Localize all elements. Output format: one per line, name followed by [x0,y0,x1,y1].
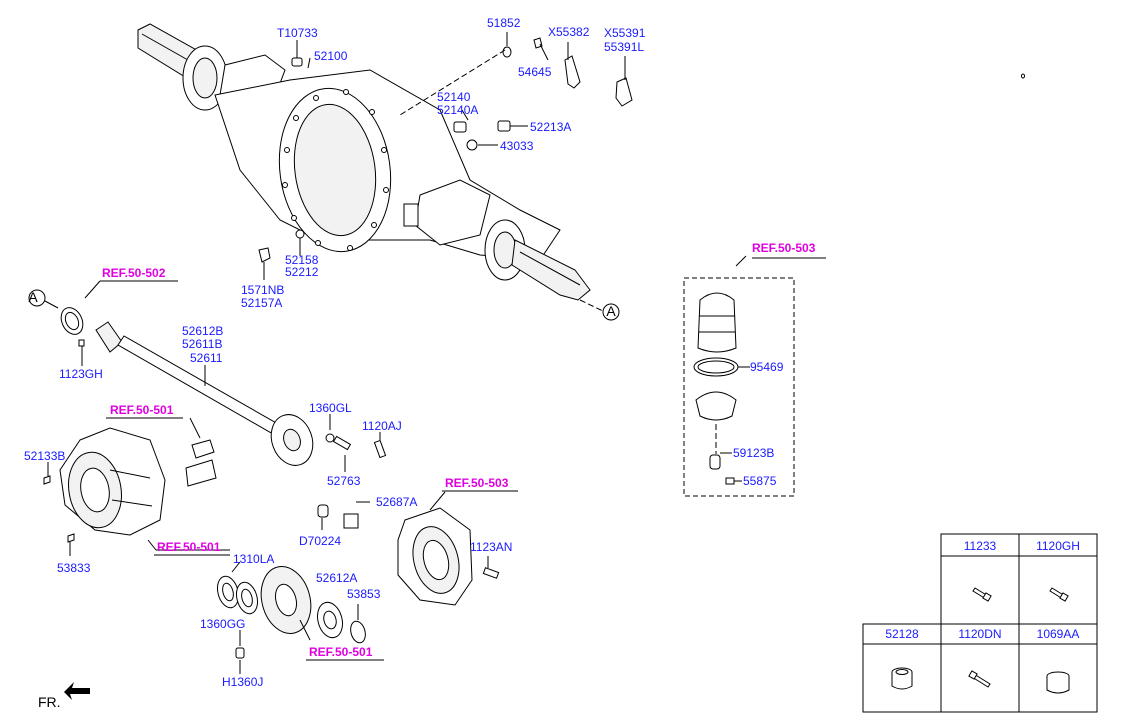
bolt-icon [968,670,991,688]
label-55875[interactable]: 55875 [743,474,777,488]
parts-table: 11233 1120GH 52128 1120DN 1069AA [862,533,1098,713]
label-43033[interactable]: 43033 [500,139,534,153]
label-52158[interactable]: 52158 [285,253,319,267]
label-53853[interactable]: 53853 [347,587,381,601]
label-52100[interactable]: 52100 [314,49,348,63]
table-cell-11233[interactable]: 11233 [964,539,997,553]
label-52763[interactable]: 52763 [327,474,361,488]
ref-50-501-b[interactable]: REF.50-501 [157,540,221,554]
label-52133B[interactable]: 52133B [24,449,65,463]
label-52612B[interactable]: 52612B [182,324,223,338]
callout-a-group [28,289,620,321]
ref-50-501-c[interactable]: REF.50-501 [309,645,373,659]
label-1123GH[interactable]: 1123GH [59,367,103,381]
label-53833[interactable]: 53833 [57,561,91,575]
label-1120AJ[interactable]: 1120AJ [362,419,402,433]
label-52140[interactable]: 52140 [437,90,471,104]
bowl-bolt-holes [282,89,389,251]
label-59123B[interactable]: 59123B [733,446,774,460]
axle-shaft-drawing [60,307,387,466]
label-D70224[interactable]: D70224 [299,534,341,548]
orientation-indicator: FR. [38,682,90,710]
label-1360GG[interactable]: 1360GG [200,617,245,631]
bushing-icon [891,667,913,690]
orientation-arrow-icon [64,682,90,700]
ref-50-503-b[interactable]: REF.50-503 [445,476,509,490]
callout-a-left-text: A [28,289,38,305]
housing-leader-lines [263,32,626,313]
label-52611B[interactable]: 52611B [182,337,222,351]
label-95469[interactable]: 95469 [750,360,784,374]
label-T10733[interactable]: T10733 [277,26,318,40]
label-H1360J[interactable]: H1360J [222,675,263,689]
table-cell-1069AA[interactable]: 1069AA [1037,627,1080,641]
reference-labels: REF.50-502 REF.50-503 REF.50-501 REF.50-… [102,241,816,659]
ref-50-501-a[interactable]: REF.50-501 [110,403,174,417]
orientation-label: FR. [38,694,61,710]
label-1571NB[interactable]: 1571NB [241,283,284,297]
housing-small-parts [258,37,1025,263]
ref-50-503-top[interactable]: REF.50-503 [752,241,816,255]
label-52611[interactable]: 52611 [190,351,223,365]
label-X55391[interactable]: X55391 [604,26,646,40]
label-1123AN[interactable]: 1123AN [470,540,512,554]
label-51852[interactable]: 51852 [487,16,521,30]
carrier-leader-lines [47,417,230,556]
label-1310LA[interactable]: 1310LA [233,552,274,566]
table-cell-52128[interactable]: 52128 [885,627,919,641]
label-X55382[interactable]: X55382 [548,25,590,39]
table-cell-1120GH[interactable]: 1120GH [1036,539,1080,553]
label-52212[interactable]: 52212 [285,265,319,279]
label-55391L[interactable]: 55391L [604,40,644,54]
ref-underlines [84,257,826,661]
cap-icon [1046,671,1070,694]
label-52140A[interactable]: 52140A [437,103,478,117]
label-54645[interactable]: 54645 [518,65,552,79]
callout-a-right-text: A [606,303,616,319]
gear-carrier-drawing [397,491,500,606]
table-cell-1120DN[interactable]: 1120DN [958,627,1001,641]
ref-50-502[interactable]: REF.50-502 [102,266,166,280]
shaft-leader-lines [81,346,381,472]
label-52213A[interactable]: 52213A [530,120,571,134]
label-52612A[interactable]: 52612A [316,571,357,585]
bolt-icon [1049,587,1069,602]
bellows-assembly [683,255,795,497]
diff-case-drawing [216,504,366,659]
diff-carrier-drawing [43,427,217,543]
label-52157A[interactable]: 52157A [241,296,282,310]
bolt-icon [972,587,992,602]
label-1360GL[interactable]: 1360GL [309,401,352,415]
part-number-labels: T10733 52100 51852 X55382 54645 X55391 5… [24,16,784,689]
axle-housing-drawing [137,23,591,301]
label-52687A[interactable]: 52687A [376,495,417,509]
